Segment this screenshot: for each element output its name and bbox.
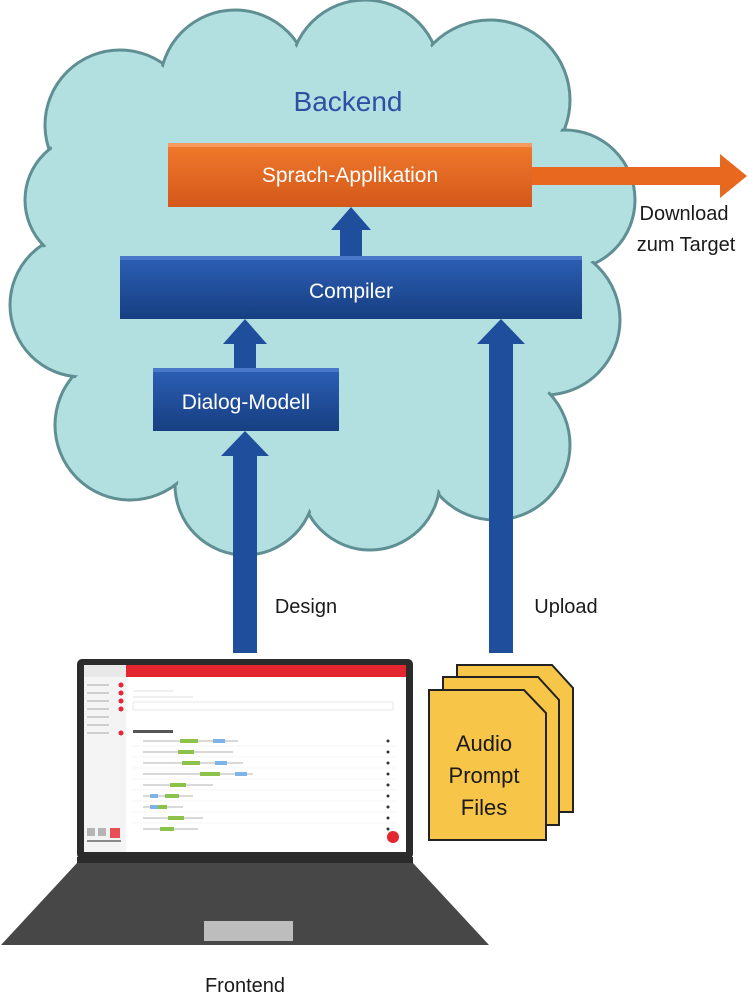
compiler-label: Compiler bbox=[309, 280, 393, 303]
laptop-touchpad bbox=[204, 921, 293, 941]
dialog-modell-label: Dialog-Modell bbox=[182, 391, 310, 414]
files-label-line3: Files bbox=[461, 795, 507, 820]
arrow-compiler-to-app bbox=[331, 207, 371, 258]
upload-label: Upload bbox=[534, 596, 597, 618]
upload-arrow bbox=[477, 319, 525, 653]
laptop-screen-content bbox=[84, 665, 406, 852]
compiler-box: Compiler bbox=[120, 256, 582, 319]
sprach-applikation-label: Sprach-Applikation bbox=[262, 164, 438, 187]
design-arrow bbox=[221, 431, 269, 653]
dialog-modell-box: Dialog-Modell bbox=[153, 368, 339, 431]
screen-sentence-rows bbox=[133, 739, 395, 831]
audio-prompt-files-icon: Audio Prompt Files bbox=[428, 664, 574, 841]
files-label-line1: Audio bbox=[456, 731, 512, 756]
files-label-line2: Prompt bbox=[449, 763, 520, 788]
sprach-applikation-box: Sprach-Applikation bbox=[168, 143, 532, 207]
cloud-title: Backend bbox=[294, 86, 403, 117]
frontend-label: Frontend bbox=[205, 975, 285, 997]
arrow-dialog-to-compiler bbox=[223, 319, 267, 370]
download-label-line2: zum Target bbox=[637, 234, 736, 256]
download-label-line1: Download bbox=[640, 203, 729, 225]
design-label: Design bbox=[275, 596, 337, 618]
laptop-icon bbox=[1, 659, 489, 945]
download-arrow bbox=[530, 154, 747, 198]
